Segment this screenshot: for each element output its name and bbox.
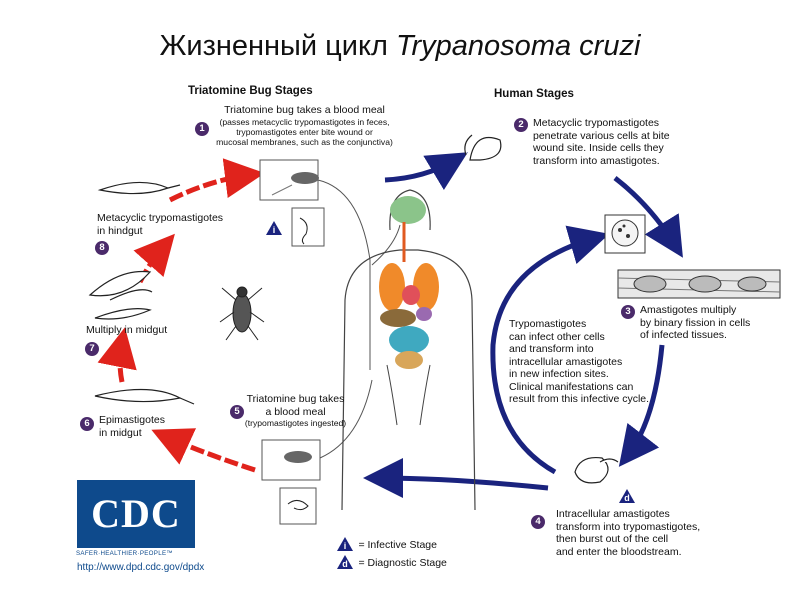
infective-letter: i	[273, 225, 276, 235]
step-1-detail-1: (passes metacyclic trypomastigotes in fe…	[219, 116, 390, 127]
trypomastigote-penetrate-icon	[464, 134, 502, 161]
step-4-line-4: and enter the bloodstream.	[556, 545, 682, 558]
cdc-tagline: SAFER·HEALTHIER·PEOPLE™	[76, 550, 173, 557]
human-stages-header: Human Stages	[494, 88, 574, 100]
step-6-badge: 6	[80, 417, 94, 431]
step-3-line-1: Amastigotes multiply	[640, 304, 737, 316]
step-6-line-2: in midgut	[99, 426, 142, 439]
step-1-detail-2: trypomastigotes enter bite wound or	[236, 126, 373, 137]
step-6-text: Epimastigotes in midgut	[99, 414, 179, 439]
step-8-line-2: in hindgut	[97, 224, 143, 237]
step-3-text: Amastigotes multiply by binary fission i…	[640, 304, 770, 342]
step-2-line-1: Metacyclic trypomastigotes	[533, 117, 660, 129]
legend-infective-label: = Infective Stage	[358, 539, 437, 551]
step-5-line-1: Triatomine bug takes	[246, 393, 345, 405]
step-2-line-3: wound site. Inside cells they	[533, 142, 664, 154]
cdc-url-link[interactable]: http://www.dpd.cdc.gov/dpdx	[77, 562, 205, 573]
arrow-5-to-6	[151, 428, 256, 473]
step-1-title: Triatomine bug takes a blood meal	[224, 104, 385, 116]
arrow-8-to-1	[168, 158, 265, 203]
reinfection-line-1: Trypomastigotes	[509, 318, 587, 330]
diagnostic-letter: d	[624, 493, 630, 503]
step-4-line-2: transform into trypomastigotes,	[556, 520, 701, 533]
infected-cell-icon	[604, 214, 646, 254]
epimastigote-icon	[94, 388, 195, 405]
cdc-logo: CDC	[77, 480, 195, 548]
metacyclic-trypomastigote-icon	[97, 181, 181, 195]
infective-stage-marker-1: i	[265, 220, 283, 241]
step-2-line-2: penetrate various cells at bite	[533, 129, 670, 142]
bug-bite-panel-1	[259, 159, 325, 247]
step-3-badge: 3	[621, 305, 635, 319]
step-4-text: Intracellular amastigotes transform into…	[556, 508, 726, 558]
legend-diagnostic-label: = Diagnostic Stage	[358, 557, 447, 569]
arrow-4-to-5	[363, 458, 549, 499]
step-5-badge: 5	[230, 405, 244, 419]
step-3-line-2: by binary fission in cells	[640, 316, 751, 329]
reinfection-line-4: intracellular amastigotes	[509, 355, 623, 368]
arrow-1-to-2	[384, 152, 468, 191]
diagnostic-stage-legend-icon: d	[337, 554, 353, 569]
arrow-2-to-3	[613, 176, 683, 258]
legend-d-letter: d	[342, 559, 348, 569]
reinfection-line-3: and transform into	[509, 343, 594, 355]
reinfection-line-2: can infect other cells	[509, 330, 605, 343]
reinfection-line-7: result from this infective cycle.	[509, 393, 650, 405]
arrow-6-to-7	[97, 327, 137, 383]
diagnostic-stage-marker-4: d	[618, 488, 636, 509]
page-title: Жизненный цикл Trypanosoma cruzi	[159, 30, 641, 62]
cdc-logo-text: CDC	[91, 491, 181, 536]
infected-tissue-icon	[617, 269, 781, 299]
reinfection-text: Trypomastigotes can infect other cells a…	[509, 318, 669, 406]
step-7-label: Multiply in midgut	[86, 324, 168, 336]
step-2-badge: 2	[514, 118, 528, 132]
reinfection-line-6: Clinical manifestations can	[509, 380, 634, 393]
infective-stage-legend-icon: i	[337, 536, 353, 551]
midgut-multiply-icon	[88, 270, 153, 320]
step-1-text: Triatomine bug takes a blood meal (passe…	[212, 104, 397, 147]
step-8-line-1: Metacyclic trypomastigotes	[97, 212, 224, 224]
arrow-3-to-4	[618, 344, 665, 467]
step-4-line-3: then burst out of the cell	[556, 533, 669, 545]
triatomine-bug-icon	[219, 286, 265, 341]
step-2-text: Metacyclic trypomastigotes penetrate var…	[533, 117, 708, 167]
step-8-text: Metacyclic trypomastigotes in hindgut	[97, 212, 257, 237]
step-4-badge: 4	[531, 515, 545, 529]
step-5-line-2: a blood meal	[265, 405, 326, 418]
step-6-line-1: Epimastigotes	[99, 414, 165, 426]
step-5-text: Triatomine bug takes a blood meal (trypo…	[238, 393, 353, 428]
step-1-badge: 1	[195, 122, 209, 136]
step-1-detail-3: mucosal membranes, such as the conjuncti…	[216, 136, 393, 147]
legend-infective: i = Infective Stage	[336, 535, 437, 553]
burst-cell-icon	[574, 456, 619, 484]
bug-stages-header: Triatomine Bug Stages	[188, 85, 313, 97]
step-3-line-3: of infected tissues.	[640, 329, 727, 341]
step-5-line-3: (trypomastigotes ingested)	[244, 418, 347, 428]
step-8-badge: 8	[95, 241, 109, 255]
legend-i-letter: i	[344, 541, 347, 551]
arrow-reinfect-cycle	[490, 225, 610, 475]
step-4-line-1: Intracellular amastigotes	[556, 508, 670, 520]
step-2-line-4: transform into amastigotes.	[533, 154, 660, 167]
infective-stage-icon: i	[266, 221, 282, 235]
human-figure-icon	[341, 189, 476, 511]
diagnostic-stage-icon: d	[619, 489, 635, 503]
bug-bite-panel-5	[261, 439, 321, 525]
step-7-badge: 7	[85, 342, 99, 356]
legend-diagnostic: d = Diagnostic Stage	[336, 553, 447, 571]
reinfection-line-5: in new infection sites.	[509, 368, 609, 380]
